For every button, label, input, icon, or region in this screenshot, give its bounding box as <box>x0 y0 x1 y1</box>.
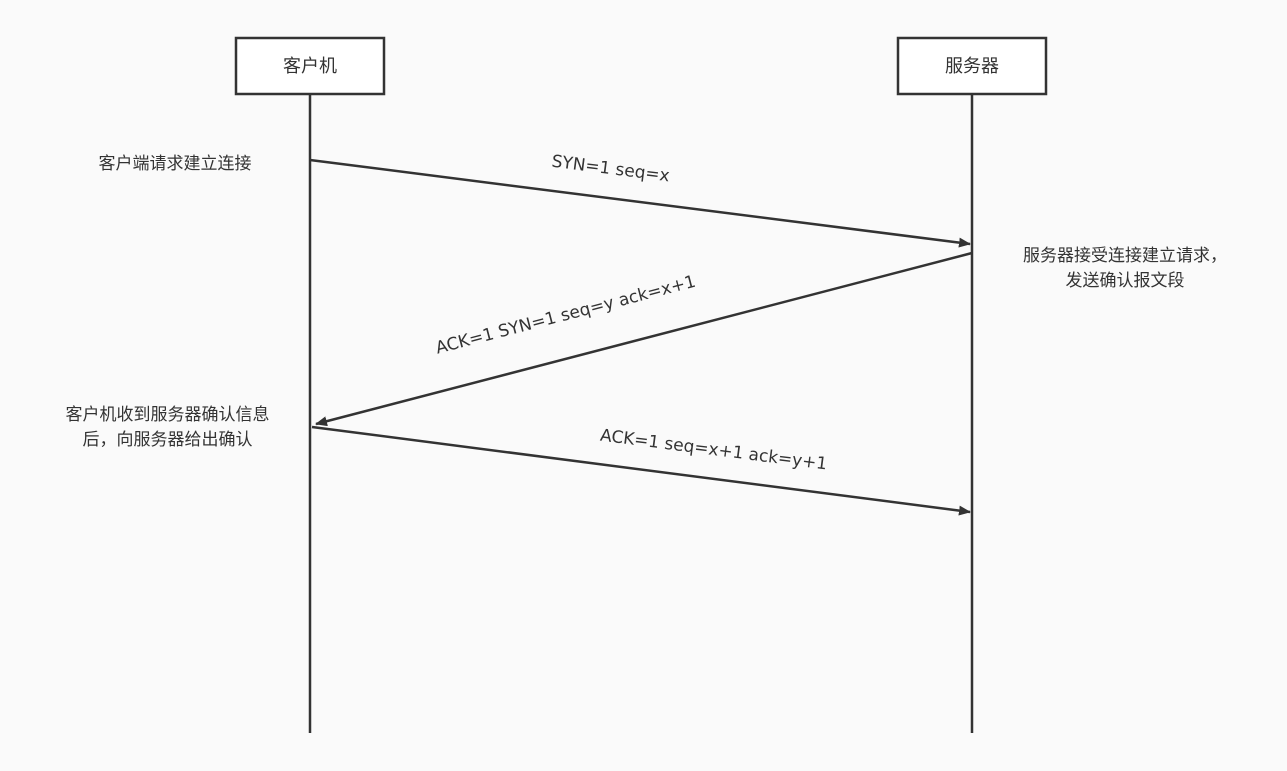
server-participant-box[interactable]: 服务器 <box>896 36 1048 96</box>
note-client-request: 客户端请求建立连接 <box>60 152 290 177</box>
server-participant-label: 服务器 <box>945 56 999 77</box>
note-server-accept: 服务器接受连接建立请求， 发送确认报文段 <box>990 244 1260 294</box>
note-client-confirm-line-2: 后，向服务器给出确认 <box>82 430 253 450</box>
note-client-confirm-line-1: 客户机收到服务器确认信息 <box>65 405 270 425</box>
ack-arrow[interactable] <box>311 425 971 516</box>
syn-arrow[interactable] <box>309 158 971 248</box>
note-client-request-line-1: 客户端请求建立连接 <box>98 154 252 174</box>
syn-ack-arrow[interactable] <box>315 251 973 427</box>
ack-label: ACK=1 seq=x+1 ack=y+1 <box>599 426 828 475</box>
syn-label: SYN=1 seq=x <box>550 152 670 187</box>
note-server-accept-line-2: 发送确认报文段 <box>1065 271 1185 291</box>
syn-ack-label: ACK=1 SYN=1 seq=y ack=x+1 <box>434 272 698 359</box>
note-client-confirm: 客户机收到服务器确认信息 后，向服务器给出确认 <box>40 403 295 453</box>
client-participant-label: 客户机 <box>283 56 337 77</box>
client-participant-box[interactable]: 客户机 <box>234 36 386 96</box>
note-server-accept-line-1: 服务器接受连接建立请求， <box>1023 246 1227 266</box>
